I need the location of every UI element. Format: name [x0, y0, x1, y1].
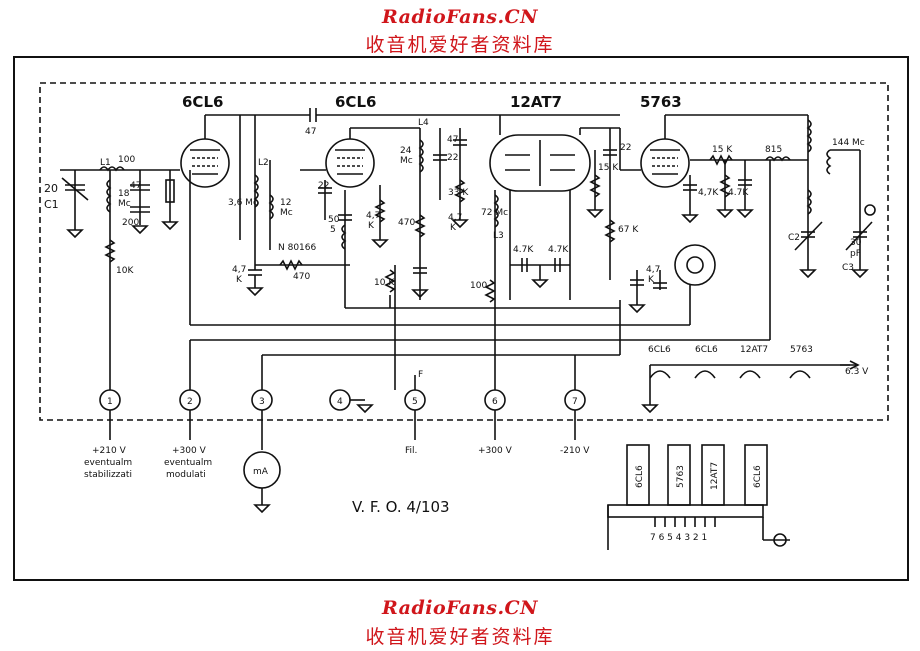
chassis-tube-1: 6CL6 [635, 465, 645, 488]
terminal-5-marker: F [418, 370, 423, 380]
terminal-7-num: 7 [572, 397, 578, 407]
label-r47k-b-unit: K [450, 223, 457, 233]
terminal-2-label1: +300 V [172, 446, 207, 456]
tube-2-envelope [325, 138, 375, 188]
label-r47k-a-unit: K [368, 221, 375, 231]
terminal-6-num: 6 [492, 397, 498, 407]
heater-tube-3: 12AT7 [740, 345, 768, 355]
label-l4-freq: 24 [400, 146, 412, 156]
heater-tube-2: 6CL6 [695, 345, 718, 355]
tube-1-envelope [180, 138, 230, 188]
terminal-5-num: 5 [412, 397, 418, 407]
watermark-site-bottom: RadioFans.CN [381, 597, 539, 619]
label-r47k-d: 4,7K [698, 188, 719, 198]
label-l4: L4 [418, 118, 429, 128]
tube-4-envelope [640, 138, 690, 188]
terminal-1-label3: stabilizzati [84, 470, 132, 480]
label-r47k-c: 4,7 [646, 265, 660, 275]
tube-3-label: 12AT7 [510, 93, 562, 111]
label-c22b: 22 [447, 153, 458, 163]
label-r470a: 470 [293, 272, 310, 282]
octal-socket [674, 244, 716, 286]
label-c47k-a: 4.7K [513, 245, 534, 255]
label-c100: 100 [118, 155, 135, 165]
label-c2: C2 [788, 233, 800, 243]
chassis-tube-3: 12AT7 [710, 462, 720, 490]
label-c47k-b: 4.7K [548, 245, 569, 255]
label-l3-freq: 72 Mc [481, 208, 508, 218]
label-r47k-a: 4,7 [366, 211, 380, 221]
label-c30-unit: pF [850, 249, 861, 259]
terminal-4-num: 4 [337, 397, 343, 407]
chassis-tube-2: 5763 [676, 465, 686, 488]
heater-voltage: 6.3 V [845, 367, 869, 377]
chassis-tube-4: 6CL6 [753, 465, 763, 488]
label-r47k-b: 4,7 [448, 213, 462, 223]
label-r47k-left: 4,7 [232, 265, 246, 275]
watermark-tagline-bottom: 收音机爱好者资料库 [365, 626, 555, 648]
label-l1: L1 [100, 158, 111, 168]
label-r15k-a: 15 K [598, 163, 619, 173]
label-r47k-left-unit: K [236, 275, 243, 285]
diagram-title: V. F. O. 4/103 [352, 498, 450, 516]
label-c22a: 22 [318, 181, 329, 191]
label-c1: C1 [44, 198, 59, 211]
terminal-6-label1: +300 V [478, 446, 513, 456]
heater-tube-4: 5763 [790, 345, 813, 355]
label-c815: 815 [765, 145, 782, 155]
label-c3: C3 [842, 263, 854, 273]
chassis-pins: 7 6 5 4 3 2 1 [650, 533, 707, 543]
watermark-tagline-top: 收音机爱好者资料库 [365, 34, 555, 56]
label-l2: L2 [258, 158, 269, 168]
label-r470b: 470 [398, 218, 415, 228]
terminal-3-num: 3 [259, 397, 265, 407]
label-c47k-e: 4.7K [728, 188, 749, 198]
label-r100: 100 [470, 281, 487, 291]
label-r10k-b: 10 K [374, 278, 395, 288]
label-r33k: 33 K [448, 188, 469, 198]
label-freq-144: 144 Mc [832, 138, 865, 148]
label-r15k-b: 15 K [712, 145, 733, 155]
terminal-2-label2: eventualm [164, 458, 212, 468]
label-l1-freq: 18 [118, 189, 130, 199]
terminal-2-num: 2 [187, 397, 193, 407]
label-c30: 30 [850, 238, 862, 248]
outer-frame [13, 56, 909, 581]
terminal-7-label1: -210 V [560, 446, 590, 456]
label-c1-val: 20 [44, 182, 58, 195]
label-c22c: 22 [620, 143, 631, 153]
terminal-5-label1: Fil. [405, 446, 417, 456]
label-l2-freq: 3,6 Mc [228, 198, 258, 208]
label-l2-unit: Mc [280, 208, 293, 218]
meter-label: mA [253, 467, 269, 477]
label-c5: 5 [330, 225, 336, 235]
watermark-site-top: RadioFans.CN [381, 6, 539, 28]
tube-4-label: 5763 [640, 93, 682, 111]
label-c47b: 47 [447, 135, 458, 145]
label-l4-unit: Mc [400, 156, 413, 166]
terminal-1-label2: eventualm [84, 458, 132, 468]
label-l2-alt: 12 [280, 198, 291, 208]
label-r67k: 67 K [618, 225, 639, 235]
label-r10k: 10K [116, 266, 134, 276]
terminal-1-num: 1 [107, 397, 113, 407]
label-c50: 50 [328, 215, 340, 225]
terminal-1-label1: +210 V [92, 446, 127, 456]
shield-enclosure [39, 82, 889, 421]
heater-tube-1: 6CL6 [648, 345, 671, 355]
label-c47a: 47 [130, 181, 141, 191]
tube-3-envelope [489, 134, 591, 192]
label-l3: L3 [493, 231, 504, 241]
tube-1-label: 6CL6 [182, 93, 223, 111]
label-c47-couple: 47 [305, 127, 316, 137]
label-n80166: N 80166 [278, 243, 316, 253]
label-r47k-c-unit: K [648, 275, 655, 285]
label-c200: 200 [122, 218, 139, 228]
label-l1-unit: Mc [118, 199, 131, 209]
tube-2-label: 6CL6 [335, 93, 376, 111]
terminal-2-label3: modulati [166, 470, 206, 480]
